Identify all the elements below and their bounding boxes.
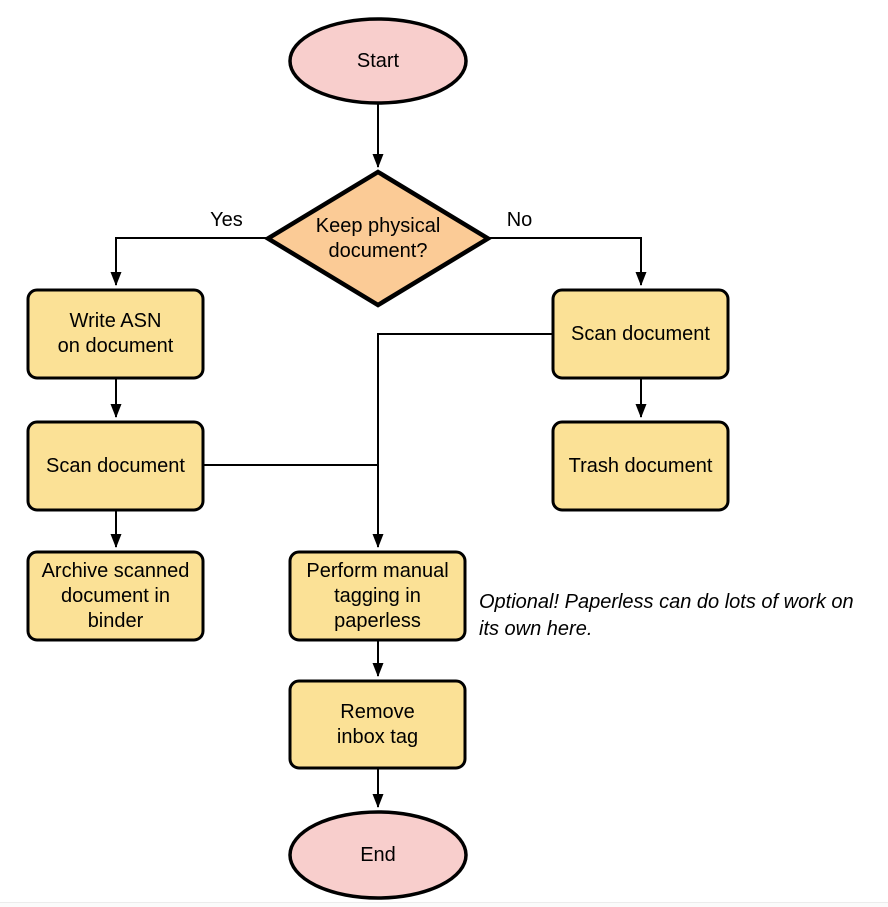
trash-box-shape [551,420,730,512]
start-terminal-shape [288,17,468,105]
edge-label-no: No [506,209,533,231]
scan-right-box-shape [551,288,730,380]
connectors [110,104,647,808]
edge-label-yes: Yes [210,209,243,231]
bottom-hairline [0,902,888,903]
edge-scanright-tagging [372,333,553,548]
scan-left-box-shape [26,420,205,512]
write-asn-box-shape [26,288,205,380]
edge-decision-no [488,237,647,286]
remove-inbox-box-shape [288,679,467,770]
archive-box-shape [26,550,205,642]
note-text: Optional! Paperless can do lots of work … [479,591,854,640]
tagging-box-shape [288,550,467,642]
end-terminal-shape [288,810,468,900]
edge-decision-yes [110,237,267,286]
decision-diamond-shape [263,169,493,308]
bottom-page-strip [0,903,888,907]
